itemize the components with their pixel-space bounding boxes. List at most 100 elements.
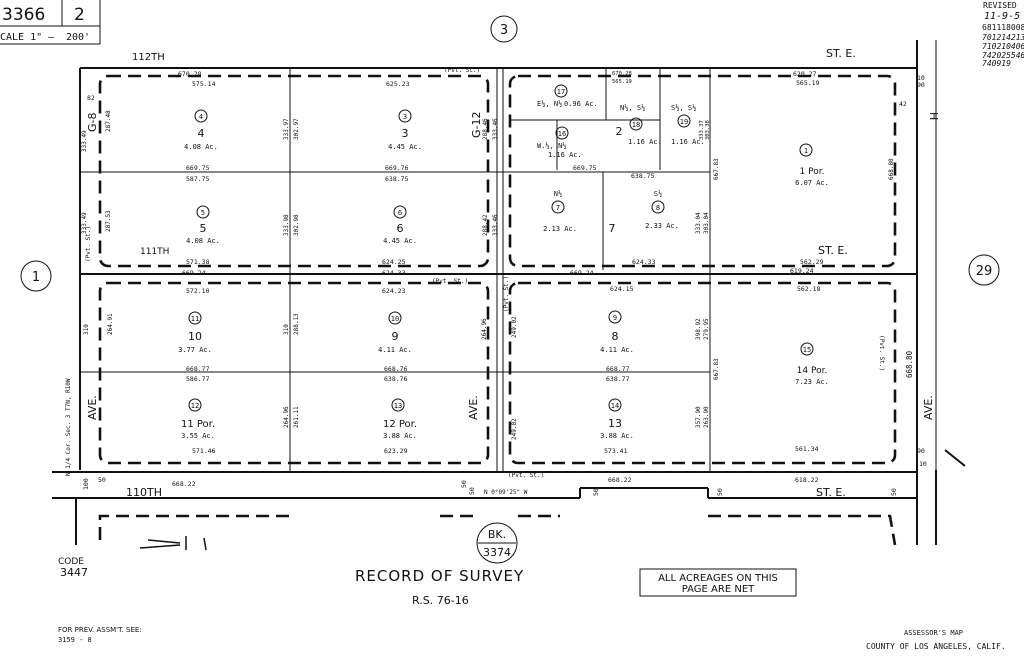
svg-text:562.18: 562.18 (797, 285, 821, 293)
svg-text:625.23: 625.23 (386, 80, 410, 88)
code-label: CODE (58, 557, 84, 567)
svg-text:562.29: 562.29 (800, 258, 824, 266)
parcel-dash-outlines (98, 74, 897, 546)
revision-code: 701214213 (982, 33, 1024, 42)
svg-text:287.48: 287.48 (105, 110, 112, 132)
svg-text:4.08 Ac.: 4.08 Ac. (184, 143, 218, 151)
svg-text:668.22: 668.22 (172, 480, 196, 488)
north-arrow (139, 536, 207, 551)
svg-text:29: 29 (976, 264, 993, 279)
street-st-e-south: ST. E. (816, 486, 846, 499)
svg-text:(Pvt. St.): (Pvt. St.) (444, 67, 480, 74)
svg-text:261.11: 261.11 (293, 406, 300, 428)
street-110th: 110TH (126, 486, 162, 499)
street-st-e-north: ST. E. (826, 47, 856, 60)
svg-text:5: 5 (201, 209, 205, 217)
svg-text:3: 3 (403, 113, 407, 121)
acreage-note-1: ALL ACREAGES ON THIS (658, 573, 778, 584)
svg-text:7.23 Ac.: 7.23 Ac. (795, 378, 829, 386)
street-g8: G-8 (86, 113, 99, 133)
svg-text:3: 3 (402, 127, 409, 140)
svg-text:668.80: 668.80 (888, 158, 895, 180)
svg-text:288.13: 288.13 (293, 313, 300, 335)
svg-text:618.22: 618.22 (795, 476, 819, 484)
svg-text:249.02: 249.02 (511, 418, 518, 440)
svg-text:638.75: 638.75 (385, 175, 409, 183)
svg-text:4.11 Ac.: 4.11 Ac. (378, 346, 412, 354)
svg-text:565.19: 565.19 (612, 79, 632, 85)
svg-text:333.97: 333.97 (283, 118, 290, 140)
svg-text:19: 19 (680, 118, 688, 126)
revised-date: 11-9-5 (984, 11, 1020, 22)
street-ave-left: AVE. (86, 395, 99, 420)
parcel: 8 S½ 2.33 Ac. (645, 190, 679, 230)
record-ref: R.S. 76-16 (412, 594, 469, 607)
svg-text:W.½, N½: W.½, N½ (537, 142, 567, 150)
svg-text:333.37: 333.37 (699, 120, 705, 140)
revision-code: 681118008 (982, 23, 1024, 32)
revision-code: 740919 (982, 59, 1011, 68)
svg-text:1.16 Ac.: 1.16 Ac. (671, 138, 705, 146)
county-label: COUNTY OF LOS ANGELES, CALIF. (866, 642, 1006, 651)
parcel: 10 9 4.11 Ac. (378, 311, 412, 354)
svg-text:(Pvt. St.): (Pvt. St.) (503, 276, 510, 312)
svg-text:1.16 Ac.: 1.16 Ac. (548, 151, 582, 159)
svg-text:572.10: 572.10 (186, 287, 210, 295)
svg-text:12: 12 (191, 402, 199, 410)
parcel: 13 12 Por. 3.88 Ac. (383, 398, 417, 440)
svg-text:264.91: 264.91 (107, 313, 114, 335)
svg-text:624.15: 624.15 (610, 285, 634, 293)
svg-text:(Pvt. St.): (Pvt. St.) (432, 278, 468, 285)
svg-text:3374: 3374 (483, 546, 511, 559)
svg-text:N½: N½ (554, 190, 562, 198)
street-112th: 112TH (132, 52, 165, 63)
svg-text:6: 6 (397, 222, 404, 235)
prev-assessment-label: FOR PREV. ASSM'T. SEE: (58, 626, 142, 634)
svg-text:279.95: 279.95 (703, 318, 710, 340)
svg-text:10: 10 (188, 330, 202, 343)
svg-text:303.38: 303.38 (705, 120, 711, 140)
svg-text:10: 10 (919, 460, 927, 468)
svg-text:624.33: 624.33 (382, 269, 406, 277)
svg-text:669.75: 669.75 (186, 164, 210, 172)
parcel: 7 N½ 2.13 Ac. (543, 190, 577, 233)
svg-text:10: 10 (391, 315, 399, 323)
svg-text:264.96: 264.96 (481, 318, 488, 340)
svg-text:10: 10 (917, 74, 925, 82)
svg-text:669.75: 669.75 (573, 164, 597, 172)
svg-text:2.33 Ac.: 2.33 Ac. (645, 222, 679, 230)
section-corner-label: N 1/4 Cor. Sec. 3 T7N, R10W (65, 378, 72, 476)
parcel: 18 N½, S½ 1.16 Ac. (620, 104, 662, 146)
svg-text:6.07 Ac.: 6.07 Ac. (795, 179, 829, 187)
svg-text:4.45 Ac.: 4.45 Ac. (388, 143, 422, 151)
scale-value: 200' (66, 32, 90, 43)
svg-text:565.19: 565.19 (796, 79, 820, 87)
footer: CODE 3447 RECORD OF SURVEY R.S. 76-16 AL… (58, 557, 1006, 651)
record-title: RECORD OF SURVEY (355, 567, 524, 585)
svg-text:667.83: 667.83 (713, 158, 720, 180)
scale-dash: — (48, 32, 55, 43)
svg-text:82: 82 (87, 94, 95, 102)
svg-text:12 Por.: 12 Por. (383, 419, 417, 430)
parcel: 9 8 4.11 Ac. (600, 310, 634, 354)
svg-text:575.14: 575.14 (192, 80, 216, 88)
svg-text:90: 90 (917, 81, 925, 89)
svg-text:S½: S½ (654, 190, 662, 198)
svg-text:50: 50 (98, 476, 106, 484)
revised-label: REVISED (983, 1, 1017, 10)
svg-text:623.29: 623.29 (384, 447, 408, 455)
svg-text:3.88 Ac.: 3.88 Ac. (383, 432, 417, 440)
svg-text:90: 90 (917, 447, 925, 455)
svg-text:9: 9 (392, 330, 399, 343)
svg-text:310: 310 (83, 324, 90, 335)
svg-text:1: 1 (32, 270, 40, 285)
svg-text:638.76: 638.76 (384, 375, 408, 383)
svg-text:13: 13 (394, 402, 402, 410)
svg-text:288.46: 288.46 (482, 118, 489, 140)
parcel: 16 W.½, N½ 1.16 Ac. (537, 126, 582, 159)
svg-text:571.38: 571.38 (186, 258, 210, 266)
parcel: 6 6 4.45 Ac. (383, 205, 417, 245)
parcel: 1 1 Por. 6.07 Ac. (795, 143, 829, 187)
street-h: H (927, 112, 940, 120)
svg-text:398.92: 398.92 (695, 318, 702, 340)
